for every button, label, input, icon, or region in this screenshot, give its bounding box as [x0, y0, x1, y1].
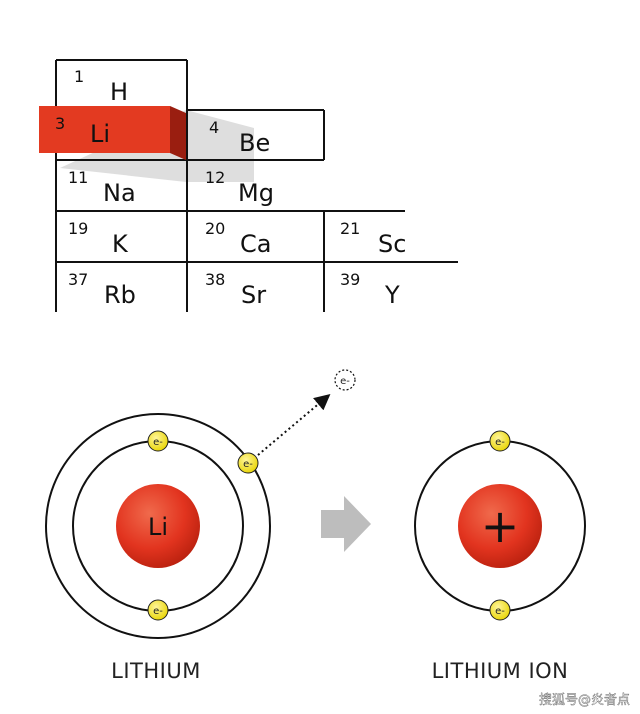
svg-text:e-: e-	[153, 606, 163, 617]
periodic-table-fragment: 1 H 3 Li 4 Be 11 Na 12 Mg 19 K 20 Ca 21 …	[39, 59, 458, 312]
element-number-Sc: 21	[340, 219, 360, 238]
lithium-ion: + e- e- LITHIUM ION	[414, 430, 586, 683]
element-symbol-Y: Y	[384, 281, 400, 309]
element-number-Mg: 12	[205, 168, 225, 187]
ionization-arrow	[257, 393, 331, 456]
element-number-Rb: 37	[68, 270, 88, 289]
li-highlight-block	[39, 106, 186, 160]
transition-arrow-icon	[321, 496, 371, 552]
element-number-Li: 3	[55, 114, 65, 133]
svg-text:e-: e-	[153, 437, 163, 448]
element-symbol-Mg: Mg	[238, 179, 274, 207]
li-block-side	[170, 106, 186, 160]
electron-bottom: e-	[147, 599, 169, 621]
electron-valence: e-	[237, 452, 259, 474]
element-number-Be: 4	[209, 118, 219, 137]
svg-text:e-: e-	[495, 606, 505, 617]
element-number-Ca: 20	[205, 219, 225, 238]
element-symbol-Li: Li	[90, 120, 110, 148]
ion-nucleus	[458, 484, 542, 568]
element-symbol-Be: Be	[239, 129, 270, 157]
svg-text:e-: e-	[340, 376, 350, 387]
svg-text:e-: e-	[495, 437, 505, 448]
lithium-atom: Li e- e- e- LITHIUM	[45, 413, 271, 683]
lithium-caption: LITHIUM	[111, 659, 201, 683]
ion-electron-top: e-	[489, 430, 511, 452]
nucleus	[116, 484, 200, 568]
electron-top: e-	[147, 430, 169, 452]
table-grid	[55, 59, 458, 312]
element-number-Sr: 38	[205, 270, 225, 289]
ion-nucleus-label: +	[481, 499, 520, 553]
svg-text:e-: e-	[243, 459, 253, 470]
watermark: 搜狐号@炎者点	[539, 693, 630, 708]
element-number-K: 19	[68, 219, 88, 238]
element-symbol-Rb: Rb	[104, 281, 136, 309]
element-symbol-Ca: Ca	[240, 230, 271, 258]
element-number-H: 1	[74, 67, 84, 86]
outer-shell	[45, 413, 271, 639]
freed-electron: e-	[334, 369, 356, 391]
ion-caption: LITHIUM ION	[432, 659, 569, 683]
element-symbol-Sr: Sr	[241, 281, 266, 309]
ion-electron-bottom: e-	[489, 599, 511, 621]
li-block-face	[39, 106, 170, 153]
element-symbol-Na: Na	[103, 179, 136, 207]
element-number-Na: 11	[68, 168, 88, 187]
element-symbol-K: K	[112, 230, 129, 258]
nucleus-label: Li	[148, 513, 168, 541]
element-symbol-H: H	[110, 78, 128, 106]
element-symbol-Sc: Sc	[378, 230, 406, 258]
element-number-Y: 39	[340, 270, 360, 289]
